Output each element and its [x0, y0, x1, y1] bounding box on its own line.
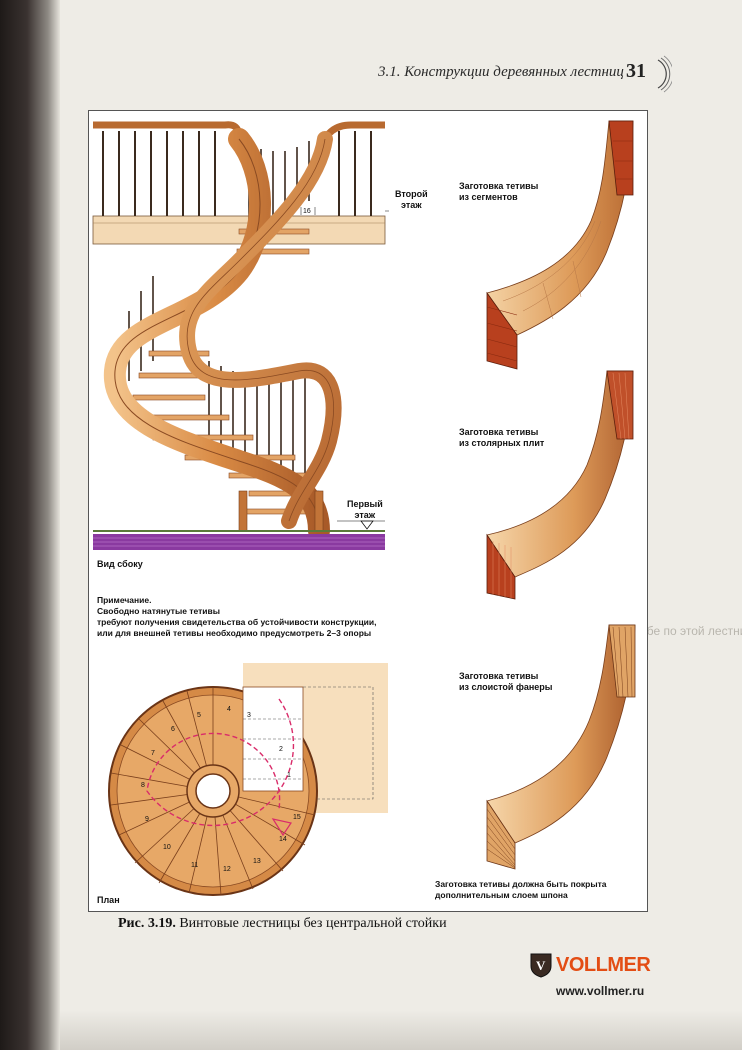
- blank-boards-label: Заготовка тетивы из столярных плит: [459, 427, 545, 448]
- plan-step-1: 1: [287, 772, 291, 779]
- plan-step-13: 13: [253, 858, 261, 865]
- plan-step-6: 6: [171, 726, 175, 733]
- first-floor-label: Первый этаж: [347, 499, 383, 520]
- page-number-rings-icon: [657, 55, 672, 93]
- plan-step-3: 3: [247, 712, 251, 719]
- plan-step-4: 4: [227, 706, 231, 713]
- brand-url-link[interactable]: www.vollmer.ru: [556, 984, 645, 998]
- plan-step-5: 5: [197, 712, 201, 719]
- step-number-16: 16: [303, 208, 311, 215]
- plan-label: План: [97, 895, 120, 905]
- figure-caption: Рис. 3.19. Винтовые лестницы без централ…: [118, 916, 447, 932]
- blank-plywood-label: Заготовка тетивы из слоистой фанеры: [459, 671, 553, 692]
- plan-step-12: 12: [223, 866, 231, 873]
- plan-step-10: 10: [163, 844, 171, 851]
- side-view-label: Вид сбоку: [97, 559, 143, 569]
- vollmer-shield-icon: V: [530, 953, 552, 978]
- second-floor-label: Второй этаж: [395, 189, 428, 210]
- page-bottom-shadow: [60, 1010, 742, 1050]
- blank-plywood-drawing: [486, 624, 636, 870]
- blank-segments-label: Заготовка тетивы из сегментов: [459, 181, 539, 202]
- figure-caption-text: Винтовые лестницы без центральной стойки: [175, 916, 447, 931]
- brand-name: VOLLMER: [556, 954, 651, 976]
- plan-step-14: 14: [279, 836, 287, 843]
- plan-step-15: 15: [293, 814, 301, 821]
- plan-step-7: 7: [151, 750, 155, 757]
- veneer-note: Заготовка тетивы должна быть покрыта доп…: [435, 879, 607, 900]
- plan-step-11: 11: [191, 862, 198, 869]
- book-spine-shadow: [0, 0, 60, 1050]
- figure-frame: 16 Второй этаж Первый этаж Вид сбоку При…: [88, 110, 648, 912]
- plan-view-drawing: 1 2 3 4 5 6 7 8 9 10 11 12 13 14 15: [108, 663, 388, 896]
- blank-boards-drawing: [486, 370, 634, 600]
- blank-segments-drawing: [486, 120, 634, 370]
- side-view-drawing: 16: [92, 121, 389, 550]
- vollmer-logo: V VOLLMER: [528, 952, 651, 978]
- plan-step-9: 9: [145, 816, 149, 823]
- logo-letter: V: [536, 958, 546, 973]
- plan-step-8: 8: [141, 782, 145, 789]
- note: Примечание. Свободно натянутые тетивы тр…: [97, 595, 377, 638]
- page-header: 3.1. Конструкции деревянных лестниц 31: [370, 55, 672, 93]
- page-number: 31: [626, 60, 646, 82]
- plan-step-2: 2: [279, 746, 283, 753]
- section-title: 3.1. Конструкции деревянных лестниц: [378, 64, 624, 80]
- figure-number: Рис. 3.19.: [118, 916, 176, 931]
